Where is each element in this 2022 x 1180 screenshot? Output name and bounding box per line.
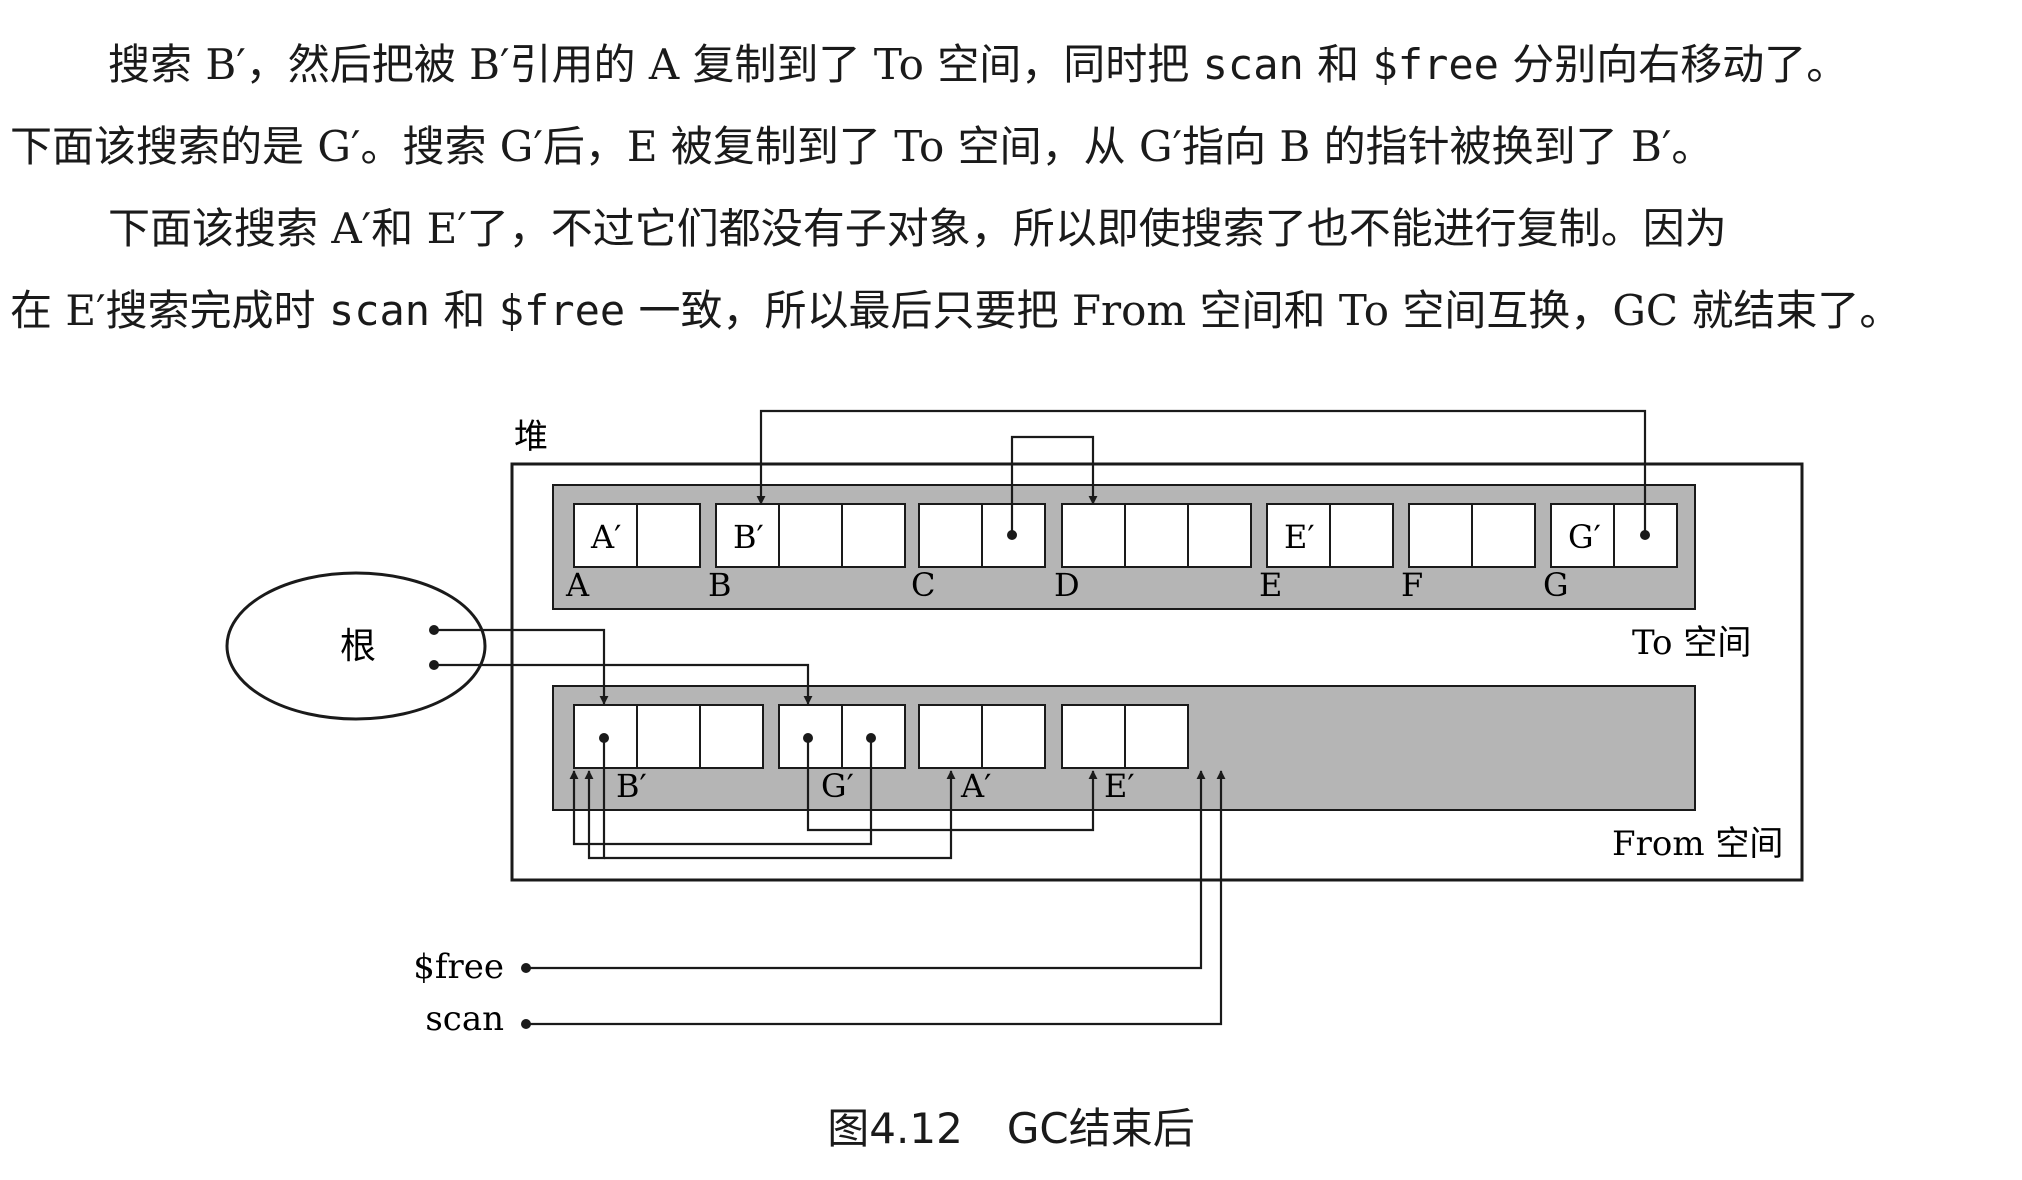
scan-pointer — [526, 770, 1226, 1026]
pointer-root-to-bprime — [434, 628, 609, 705]
object-letter: B′ — [616, 767, 647, 805]
pointer-dot — [429, 625, 439, 635]
pointer-dot — [803, 733, 813, 743]
to-object: F — [1401, 503, 1536, 604]
object-letter: C — [911, 566, 935, 604]
object-letter: A — [565, 566, 590, 604]
text-line: 下面该搜索 A′和 E′了，不过它们都没有子对象，所以即使搜索了也不能进行复制。… — [108, 204, 1727, 253]
pointer-dot — [1007, 530, 1017, 540]
text-line: 下面该搜索的是 G′。搜索 G′后，E 被复制到了 To 空间，从 G′指向 B… — [10, 122, 1714, 171]
object-cell — [1266, 503, 1331, 568]
object-cell — [699, 704, 764, 769]
object-cell — [1329, 503, 1394, 568]
object-cell — [841, 704, 906, 769]
object-cell — [918, 503, 983, 568]
paragraph-2: 下面该搜索 A′和 E′了，不过它们都没有子对象，所以即使搜索了也不能进行复制。… — [10, 188, 2012, 352]
pointer-gprime-to-bprime — [756, 409, 1647, 535]
heap-label: 堆 — [514, 417, 548, 457]
object-letter: B — [708, 566, 732, 604]
object-cell — [1061, 503, 1126, 568]
cell-label: G′ — [1568, 518, 1601, 556]
pointer-bprime-to-aprime — [584, 738, 606, 860]
text-line: 搜索 B′，然后把被 B′引用的 A 复制到了 To 空间，同时把 scan 和… — [108, 40, 1849, 89]
object-letter: F — [1401, 566, 1423, 604]
object-cell — [841, 503, 906, 568]
cell-label: B′ — [733, 518, 764, 556]
cell-label: E′ — [1284, 518, 1315, 556]
to-object: G′ G — [1543, 503, 1678, 604]
pointer-dot — [1640, 530, 1650, 540]
figure-caption: 图4.12 GC结束后 — [0, 1095, 2022, 1156]
caption-number: 图4.12 — [827, 1104, 963, 1153]
free-dot — [521, 963, 531, 973]
object-cell — [715, 503, 780, 568]
pointer-dot — [866, 733, 876, 743]
cell-label: A′ — [590, 518, 621, 556]
object-cell — [1061, 704, 1126, 769]
from-space-label: From 空间 — [1612, 824, 1783, 864]
to-object: D — [1054, 503, 1252, 604]
object-letter: G — [1543, 566, 1569, 604]
object-letter: E — [1259, 566, 1282, 604]
object-cell — [981, 704, 1046, 769]
object-cell — [1550, 503, 1615, 568]
to-object: A′A — [565, 503, 701, 604]
pointer-to-aprime — [604, 770, 956, 860]
pointer-gprime-to-eprime — [806, 738, 1098, 832]
object-cell — [918, 704, 983, 769]
object-cell — [1124, 503, 1189, 568]
object-cell — [636, 503, 701, 568]
root-label: 根 — [340, 626, 376, 667]
to-space-label: To 空间 — [1632, 623, 1751, 663]
to-object: B′B — [708, 503, 906, 604]
pointer-dot — [599, 733, 609, 743]
text-line: 在 E′搜索完成时 scan 和 $free 一致，所以最后只要把 From 空… — [10, 286, 1902, 335]
free-pointer — [526, 770, 1206, 970]
from-object: E′ — [1061, 704, 1189, 805]
object-cell — [1408, 503, 1473, 568]
caption-title: GC结束后 — [1006, 1104, 1195, 1153]
object-cell — [778, 503, 843, 568]
to-object: E′E — [1259, 503, 1394, 604]
pointer-dot — [429, 660, 439, 670]
object-cell — [636, 704, 701, 769]
from-object: G′ — [778, 704, 906, 805]
object-cell — [1124, 704, 1189, 769]
object-letter: D — [1054, 566, 1080, 604]
heap-box — [510, 462, 1804, 882]
object-cell — [1187, 503, 1252, 568]
object-letter: G′ — [821, 767, 854, 805]
scan-label: scan — [425, 999, 504, 1039]
free-label: $free — [413, 947, 504, 987]
from-object: A′ — [918, 704, 1046, 805]
object-letter: E′ — [1104, 767, 1135, 805]
root-ellipse — [225, 571, 487, 721]
object-cell — [1471, 503, 1536, 568]
pointer-c-to-d — [1010, 435, 1098, 535]
object-letter: A′ — [960, 767, 991, 805]
from-objects: B′ G′ A′ E′ — [573, 704, 1189, 805]
pointer-gprime-to-bprime-from — [569, 738, 873, 846]
object-cell — [573, 503, 638, 568]
paragraph-1: 搜索 B′，然后把被 B′引用的 A 复制到了 To 空间，同时把 scan 和… — [10, 24, 2012, 188]
scan-dot — [521, 1019, 531, 1029]
pointer-root-to-gprime — [434, 663, 813, 705]
